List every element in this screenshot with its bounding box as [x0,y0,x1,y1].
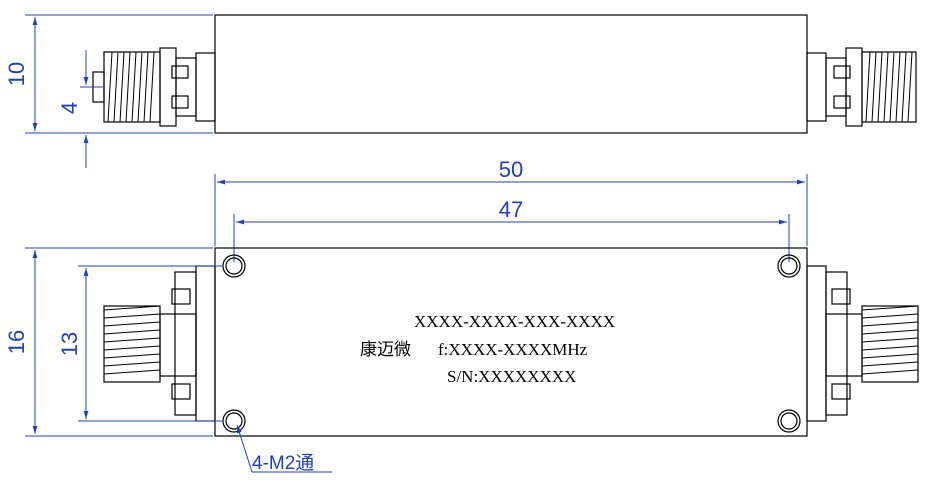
side-view [92,14,917,134]
top-view [103,247,919,437]
label-brand: 康迈微 [360,340,411,359]
side-body [214,14,808,134]
dimension-length [214,174,808,246]
label-part-number: XXXX-XXXX-XXX-XXXX [414,312,615,331]
dimension-length-label: 50 [499,157,523,182]
dimension-pin-label: 4 [57,102,82,114]
mounting-hole [222,254,246,278]
side-left-connector [92,47,216,127]
mounting-hole-leader [236,424,332,473]
mounting-hole [777,254,801,278]
label-serial: S/N:XXXXXXXX [447,367,576,386]
mounting-hole-label: 4-M2通 [252,452,314,474]
label-frequency: f:XXXX-XXXXMHz [438,340,588,359]
dimension-height-label: 10 [4,62,29,86]
dimension-hole-spacing-length-label: 47 [499,197,523,222]
dimension-pin [80,50,104,168]
mounting-hole [222,409,246,433]
dimension-height [25,14,213,134]
dimension-hole-spacing-width-label: 13 [57,332,82,356]
side-right-connector [806,47,917,127]
mounting-hole [777,409,801,433]
top-right-connector [806,265,919,422]
dimension-width-label: 16 [4,330,29,354]
dimension-hole-spacing-width [78,265,222,422]
dimension-width [25,247,213,437]
dimension-hole-spacing-length [233,214,790,262]
top-left-connector [103,265,216,422]
